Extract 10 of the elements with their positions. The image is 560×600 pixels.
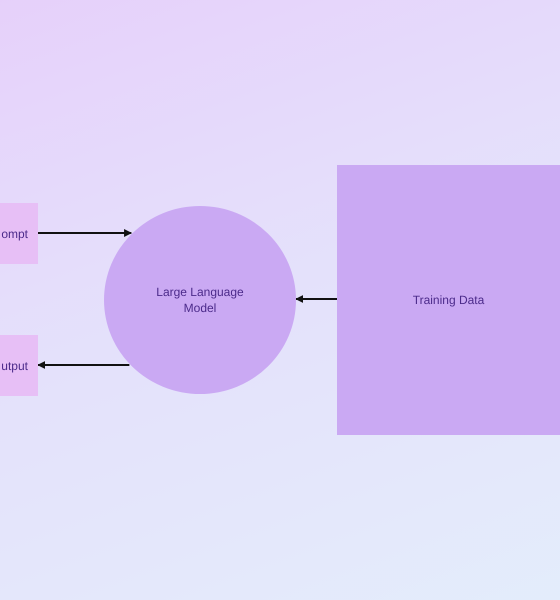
data-box	[337, 165, 560, 435]
input-box	[0, 335, 38, 396]
arrow	[37, 361, 130, 369]
node-label: Large Language Model	[155, 284, 245, 316]
input-box	[0, 203, 38, 264]
node-label: ompt	[1, 226, 28, 242]
arrow	[38, 229, 132, 237]
node-label: utput	[1, 358, 28, 374]
arrow	[295, 295, 337, 303]
node-label: Training Data	[412, 292, 484, 308]
